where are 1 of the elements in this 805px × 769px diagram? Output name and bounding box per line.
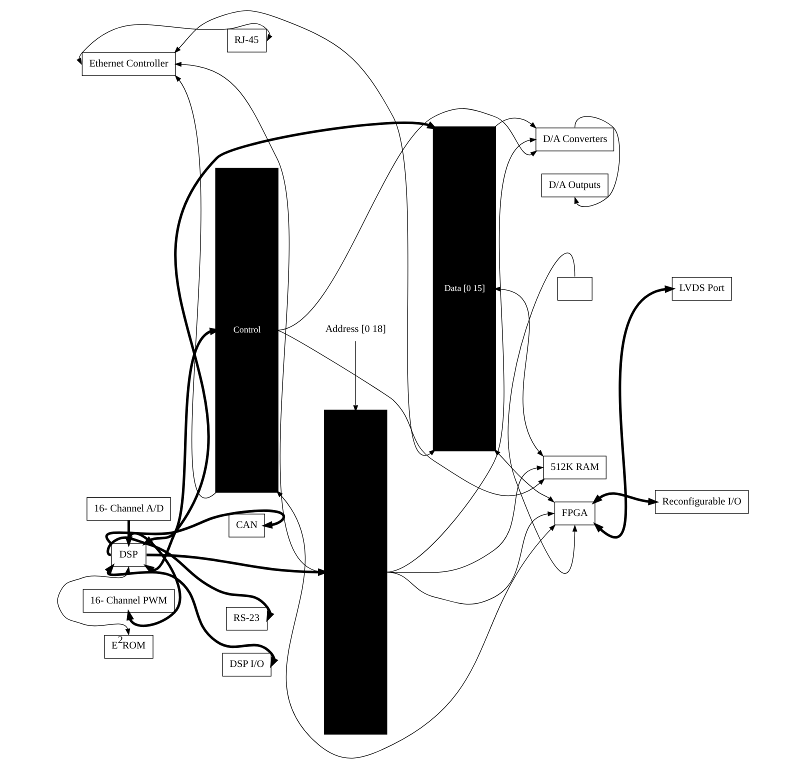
node-text: Address [0 18] (324, 324, 386, 336)
